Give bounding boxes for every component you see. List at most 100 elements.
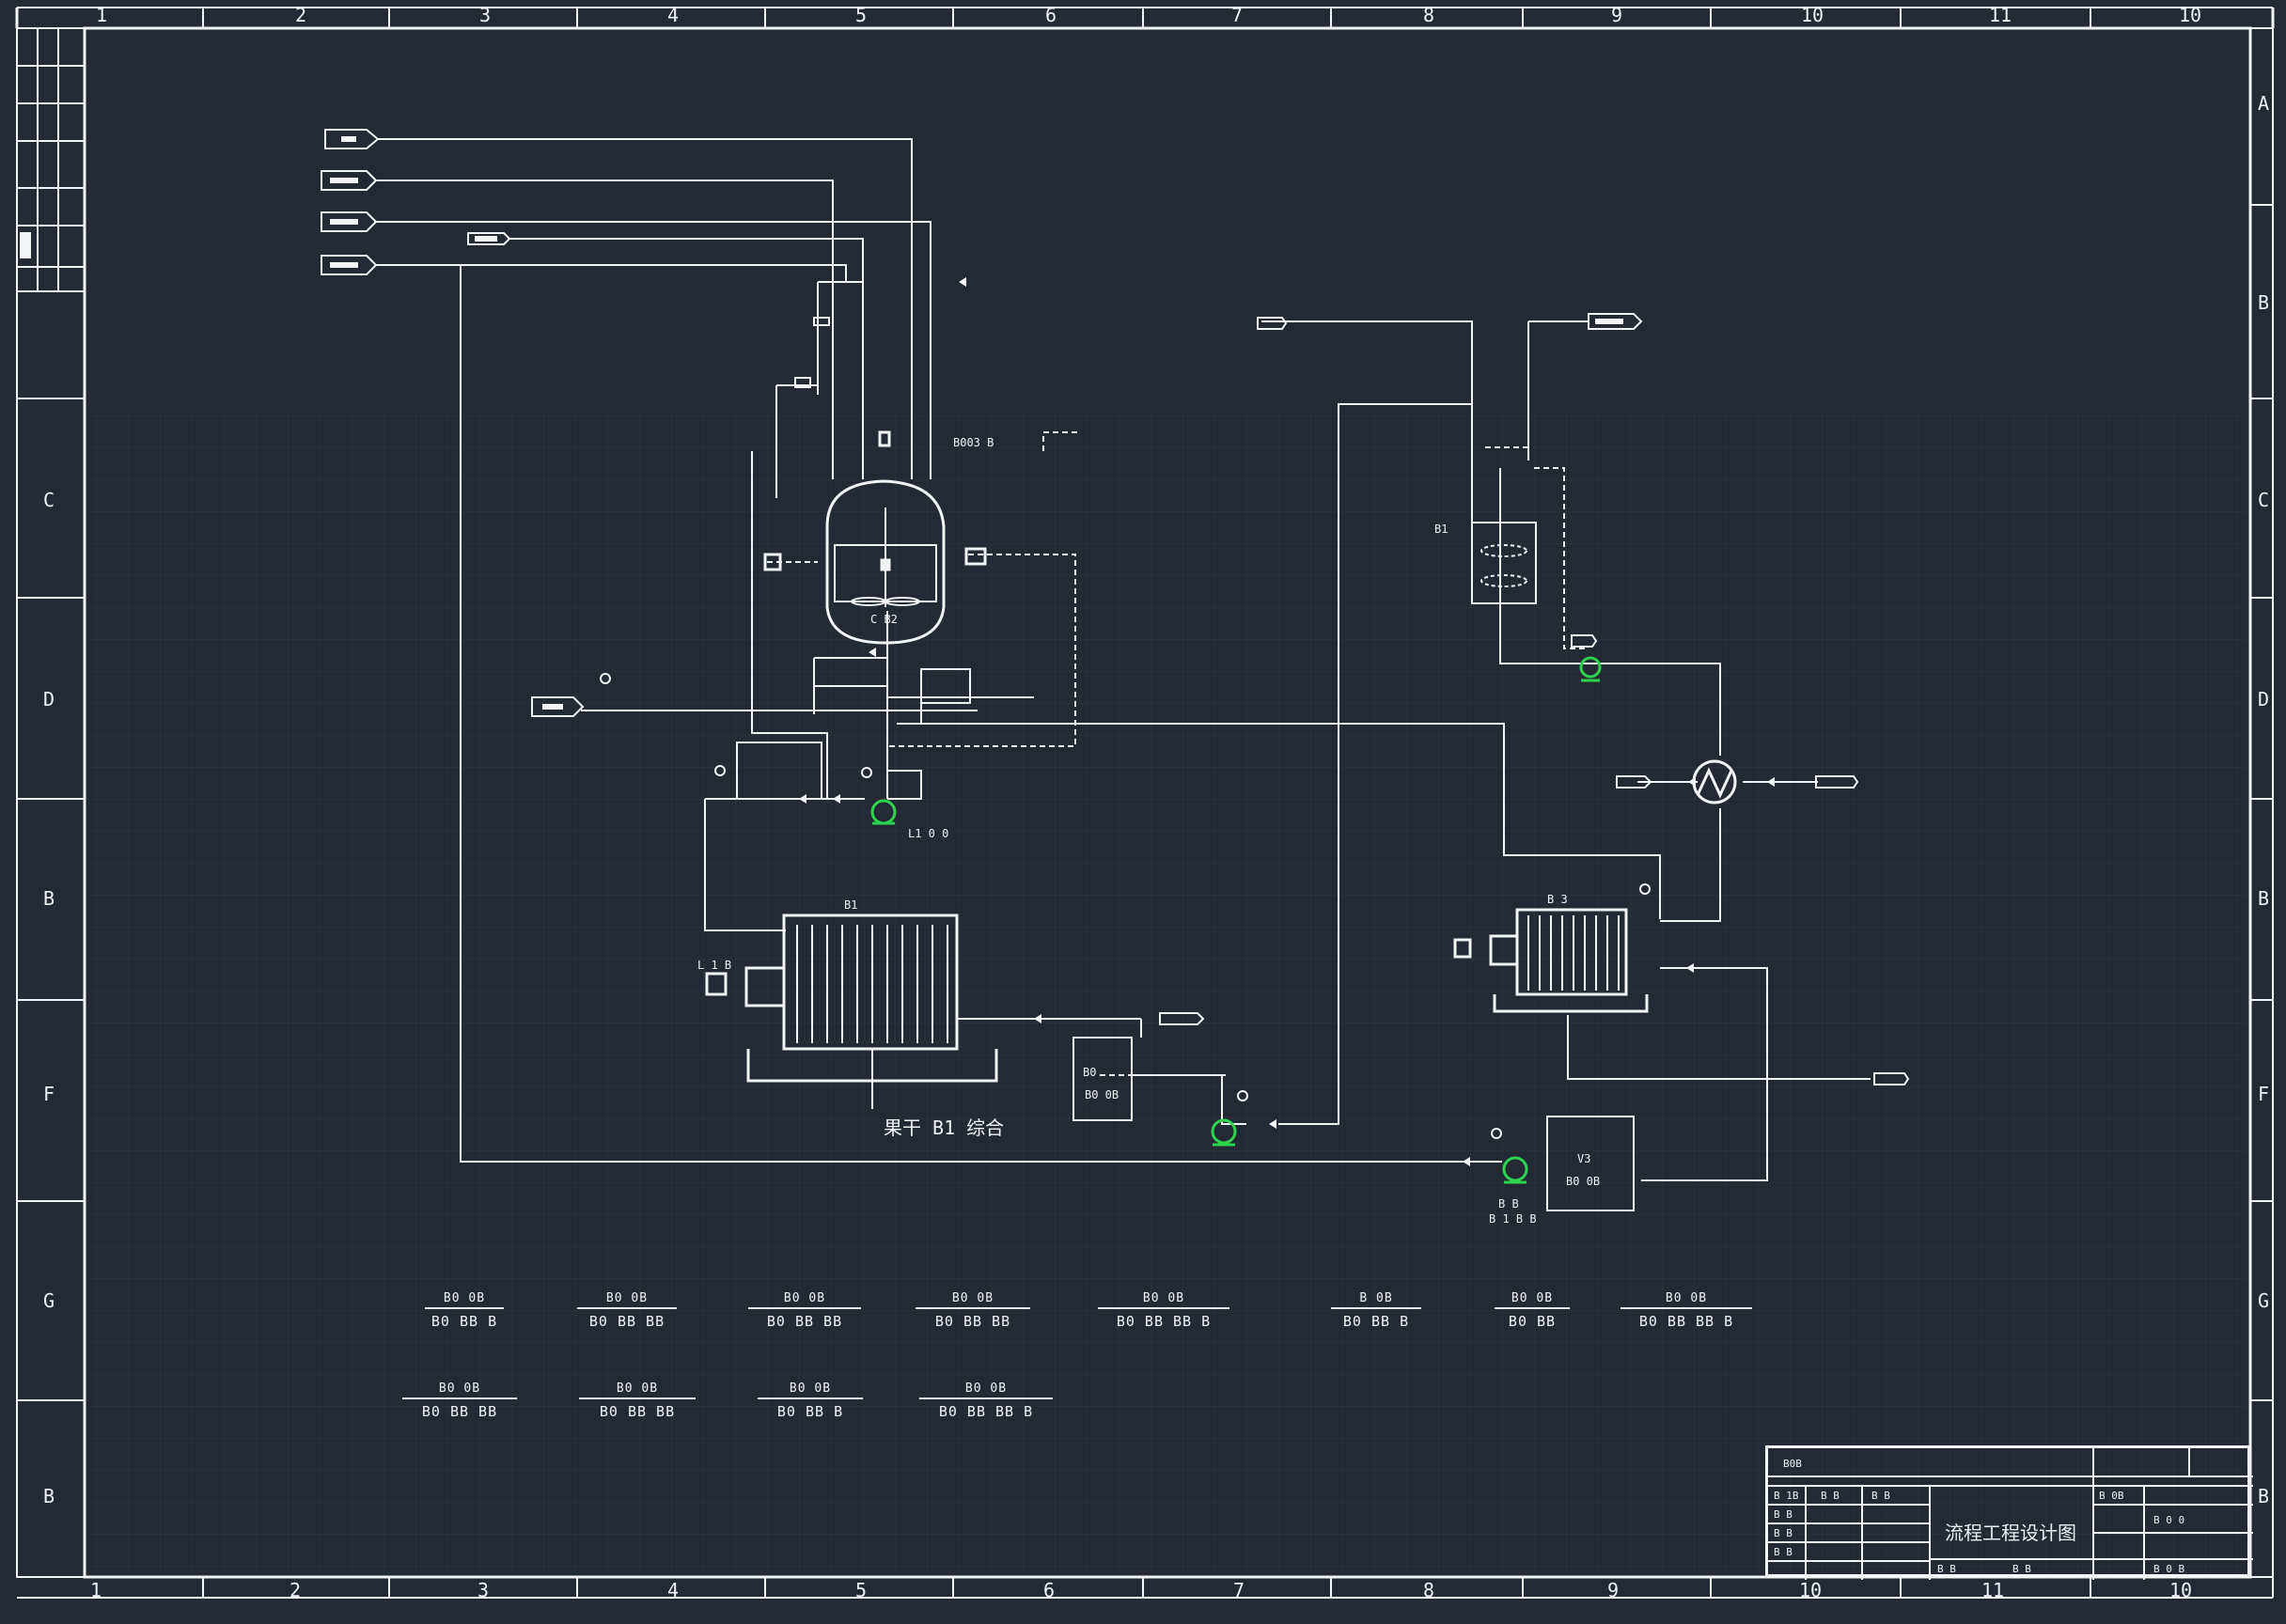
row-label: B [42,887,55,910]
col-label: 5 [854,1579,868,1601]
row-label: C [2257,489,2270,511]
note-text: B0 BB BB [766,1313,843,1330]
row-label: B [2257,1485,2270,1507]
filter-press-1-tag: B1 [844,898,858,912]
dashed-instrument-lines [767,431,1589,1076]
note: B0 0B B0 BB [1495,1291,1570,1330]
small-tank-top [1471,522,1537,604]
title-block-field: B B [2012,1563,2031,1575]
filter-press-2 [1453,908,1649,1013]
pump-3-subtag: B 1 B B [1489,1212,1537,1226]
title-block-field: B B [1871,1490,1890,1502]
note: B0 0B B0 BB BB [402,1382,517,1420]
title-block-field: B B [1774,1527,1793,1539]
col-label: 9 [1606,1579,1620,1601]
note-text: B0 BB BB [421,1403,498,1420]
col-label: 10 [2178,4,2202,26]
note-header: B0 0B [1621,1291,1752,1309]
row-label: A [2257,92,2270,115]
col-label: 4 [666,1579,680,1601]
revision-table [17,28,85,292]
note-text: B0 BB BB [934,1313,1011,1330]
note-header: B0 0B [402,1382,517,1399]
col-label: 4 [666,4,680,26]
pump-4 [1579,656,1602,682]
note-header: B0 0B [919,1382,1053,1399]
col-label: 8 [1422,1579,1435,1601]
col-label: 2 [289,1579,302,1601]
filter-press-2-tag: B 3 [1547,893,1568,906]
title-block-field: B B [1821,1490,1840,1502]
title-block-header: B0B [1783,1458,1802,1470]
note-header: B0 0B [577,1291,677,1309]
row-label: G [2257,1289,2270,1312]
col-label: 11 [1988,4,2012,26]
note-text: B0 BB BB [599,1403,676,1420]
title-block-grid [1768,1448,2253,1580]
title-block-field: B 0 0 [2153,1514,2185,1526]
row-label: F [42,1083,55,1105]
note-header: B0 0B [758,1382,863,1399]
note-header: B0 0B [748,1291,861,1309]
title-block-field: B 1B [1774,1490,1799,1502]
filter-press-1 [705,914,998,1109]
stream-tags [321,129,1910,1085]
note-text: B0 BB B [431,1313,498,1330]
reactor-accessories [794,317,971,704]
note-text: B0 BB BB [588,1313,665,1330]
row-label: G [42,1289,55,1312]
note-header: B0 0B [1098,1291,1229,1309]
title-block: B0B 流程工程设计图 B 1B B B B B B B B B B B B 0… [1765,1445,2253,1580]
note-header: B0 0B [1495,1291,1570,1309]
zone-dividers [17,8,2273,1598]
col-label: 2 [294,4,307,26]
col-label: 10 [2169,1579,2193,1601]
pump-1 [870,799,897,825]
note: B0 0B B0 BB BB [916,1291,1030,1330]
col-label: 3 [477,1579,490,1601]
pump-1-tag: L1 0 0 [908,827,949,840]
note: B0 0B B0 BB BB B [1621,1291,1752,1330]
row-label: D [42,688,55,710]
intermediate-tank [1034,1018,1133,1121]
drawing-title: 流程工程设计图 [1945,1522,2076,1544]
row-label: D [2257,688,2270,710]
note: B0 0B B0 BB B [758,1382,863,1420]
row-label: B [2257,887,2270,910]
title-block-field: B B [1937,1563,1956,1575]
note-text: B0 BB B [776,1403,844,1420]
row-label: B [42,1485,55,1507]
note-text: B0 BB [1508,1313,1557,1330]
small-tank-top-tag: B1 [1434,523,1448,536]
pump-2 [1211,1118,1237,1147]
col-label: 1 [95,4,108,26]
col-label: 10 [1800,4,1824,26]
note-header: B 0B [1331,1291,1421,1309]
note-text: B0 BB BB B [1638,1313,1734,1330]
note: B0 0B B0 BB BB [748,1291,861,1330]
pump-3 [1502,1156,1528,1184]
row-label: F [2257,1083,2270,1105]
reactor-vessel [763,430,987,645]
col-label: 9 [1610,4,1623,26]
intermediate-tank-subtag: B0 0B [1085,1088,1120,1101]
instrument-bubbles [600,673,1651,1139]
title-block-field: B 0 B [2153,1563,2185,1575]
row-label: C [42,489,55,511]
row-label: B [2257,291,2270,314]
note-header: B0 0B [916,1291,1030,1309]
note: B0 0B B0 BB BB [577,1291,677,1330]
grid-area [85,414,2247,1575]
col-label: 6 [1044,4,1057,26]
pump-3-tag: B B [1498,1197,1519,1210]
col-label: 10 [1798,1579,1823,1601]
process-lines [374,138,1871,1181]
valves [799,277,1775,1166]
tank-v3-tag: V3 [1577,1152,1591,1165]
title-block-field: B B [1774,1546,1793,1558]
